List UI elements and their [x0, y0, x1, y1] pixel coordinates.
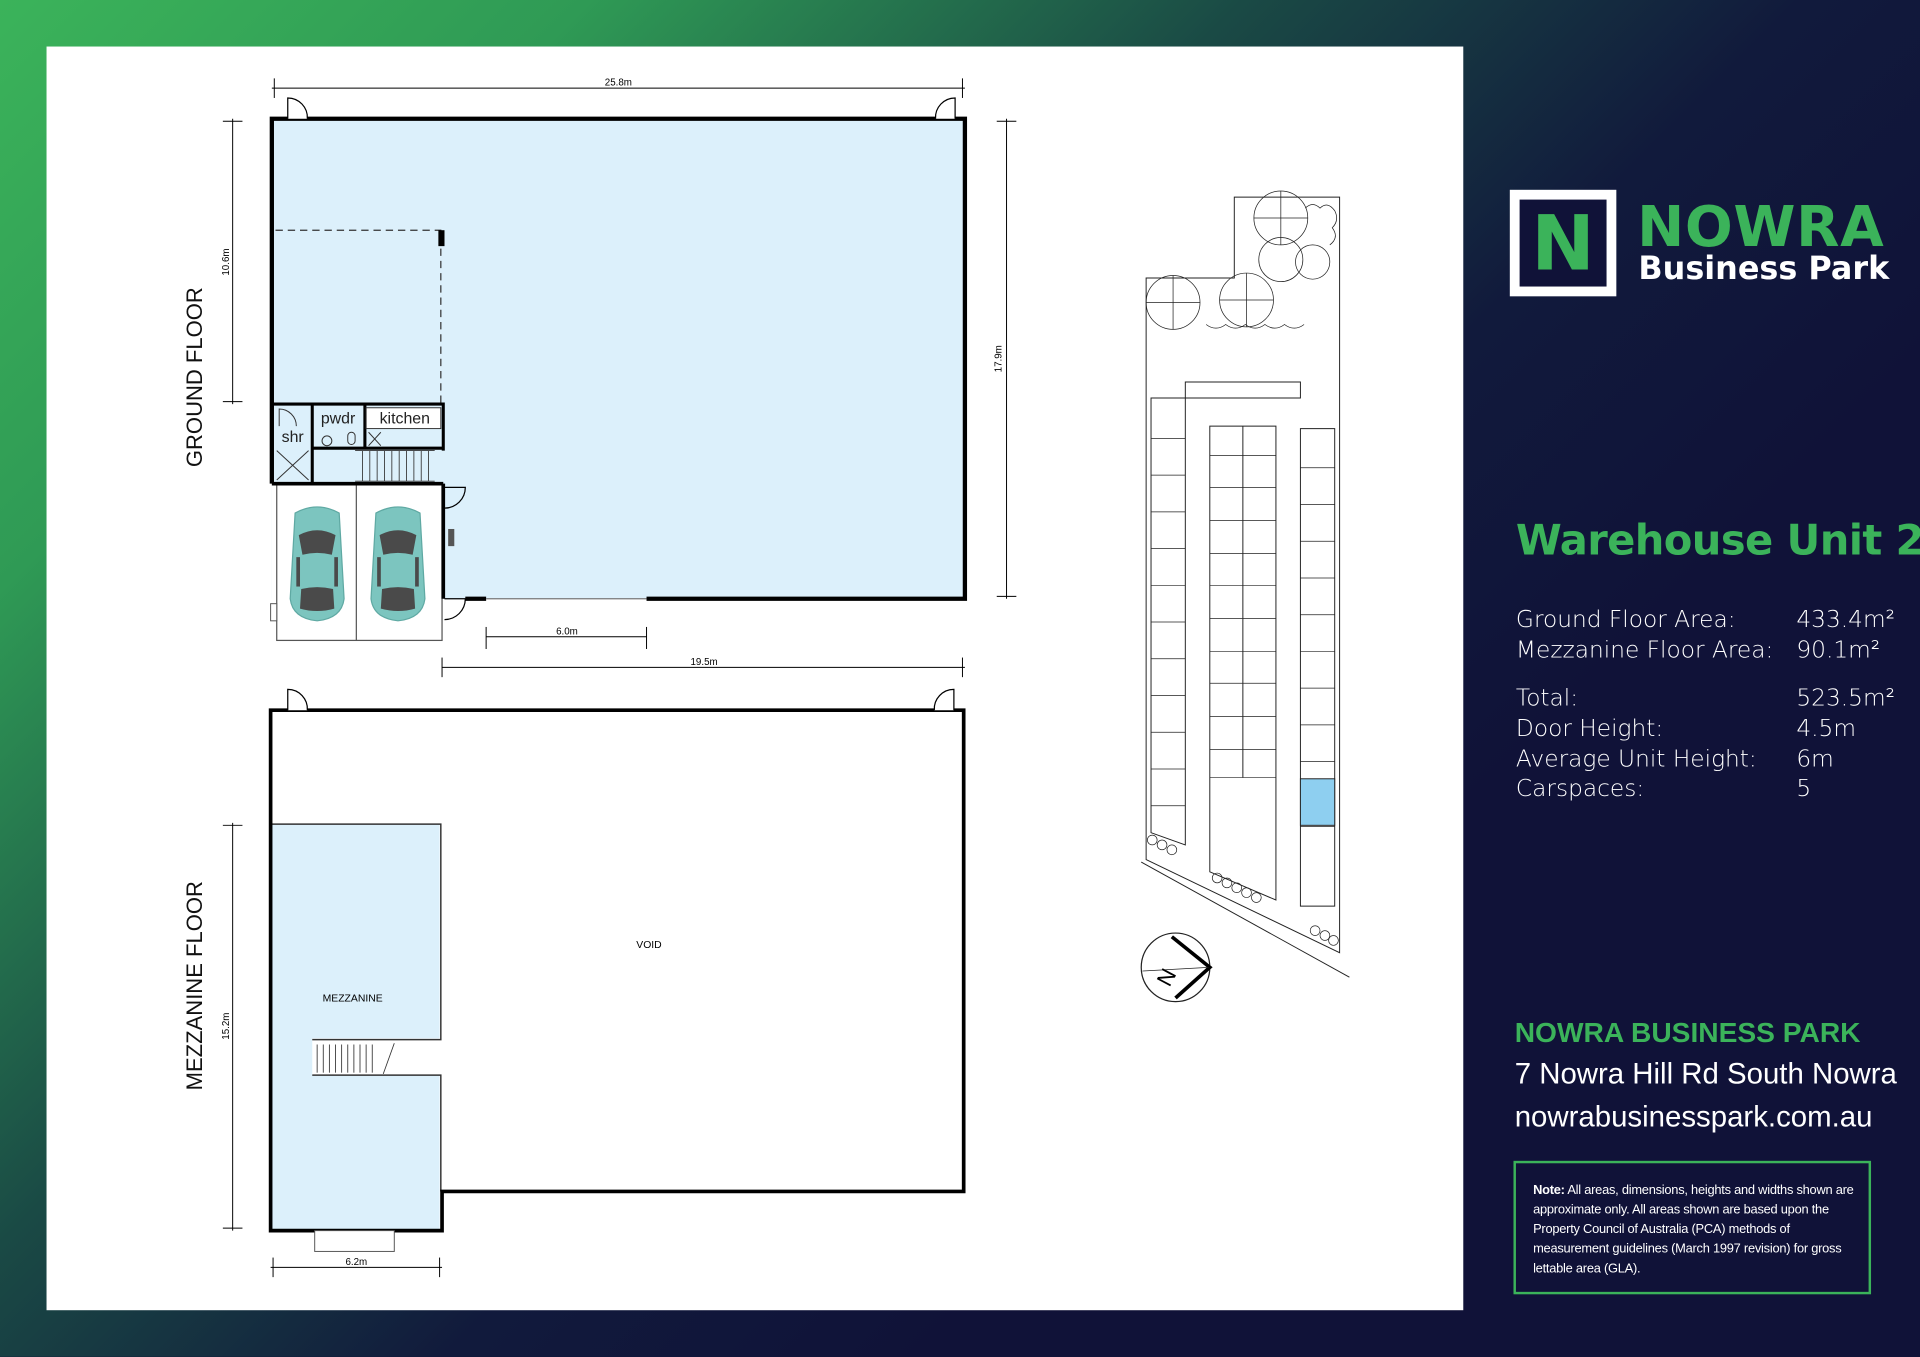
dim-width-label: 25.8m	[605, 78, 632, 89]
room-label-shower: shr	[282, 429, 305, 446]
void-label: VOID	[636, 940, 661, 951]
car-icon	[370, 506, 426, 622]
disclaimer-note: Note: All areas, dimensions, heights and…	[1513, 1160, 1872, 1295]
mezzanine-floor-plan: MEZZANINE FLOOR MEZZANINE VOID 15.2m 6.2…	[182, 688, 966, 1278]
dim-height-label: 17.9m	[994, 345, 1005, 372]
stat-value: 6m	[1796, 745, 1834, 773]
amenities-block: shr pwdr kitchen	[271, 402, 445, 484]
ground-floor-heading: GROUND FLOOR	[182, 287, 207, 467]
stat-label: Average Unit Height:	[1515, 745, 1757, 773]
dim-mezz-width-label: 6.2m	[345, 1257, 367, 1268]
mezzanine-label: MEZZANINE	[323, 994, 383, 1005]
stat-label: Ground Floor Area:	[1515, 606, 1736, 634]
car-icon	[289, 506, 345, 622]
stat-value: 90.1m²	[1796, 636, 1881, 664]
park-name: NOWRA BUSINESS PARK	[1514, 1016, 1861, 1049]
brand-subtitle: Business Park	[1638, 251, 1890, 288]
dim-front-label: 19.5m	[690, 657, 717, 668]
dim-depth-label: 15.2m	[221, 1013, 232, 1040]
shrub-icon	[1146, 834, 1339, 946]
room-label-powder: pwdr	[321, 411, 356, 428]
stat-value: 5	[1796, 775, 1812, 803]
stat-value: 523.5m²	[1796, 684, 1895, 712]
mezzanine-stairs-icon	[316, 1043, 395, 1075]
dimension-lines	[222, 78, 1017, 678]
park-address: 7 Nowra Hill Rd South Nowra	[1514, 1057, 1897, 1092]
dim-door-label: 6.0m	[556, 626, 578, 637]
unit-title: Warehouse Unit 2	[1515, 516, 1920, 566]
mezzanine-floor-heading: MEZZANINE FLOOR	[182, 881, 207, 1090]
stairs-icon	[355, 450, 435, 482]
brand-name: NOWRA	[1637, 193, 1885, 260]
stat-label: Door Height:	[1515, 715, 1664, 743]
ground-floor-plan: GROUND FLOOR	[182, 78, 1017, 678]
tree-icon	[1145, 190, 1338, 330]
unit-2-highlight	[1299, 778, 1336, 826]
park-website-link[interactable]: nowrabusinesspark.com.au	[1514, 1100, 1873, 1134]
note-text: All areas, dimensions, heights and width…	[1533, 1182, 1854, 1276]
logo-letter: N	[1531, 198, 1595, 288]
dim-office-depth-label: 10.6m	[221, 248, 232, 275]
site-plan: N	[1140, 190, 1350, 1003]
stat-label: Carspaces:	[1515, 775, 1645, 803]
stat-label: Total:	[1515, 684, 1579, 712]
note-label: Note:	[1533, 1182, 1565, 1198]
svg-text:N: N	[1152, 964, 1182, 990]
brand-logo: N	[1509, 189, 1617, 297]
stat-label: Mezzanine Floor Area:	[1515, 636, 1774, 664]
mezzanine-area	[271, 824, 440, 1230]
north-compass-icon: N	[1140, 932, 1213, 1003]
stat-value: 4.5m	[1796, 715, 1857, 743]
room-label-kitchen: kitchen	[380, 411, 430, 428]
stat-value: 433.4m²	[1796, 606, 1895, 634]
